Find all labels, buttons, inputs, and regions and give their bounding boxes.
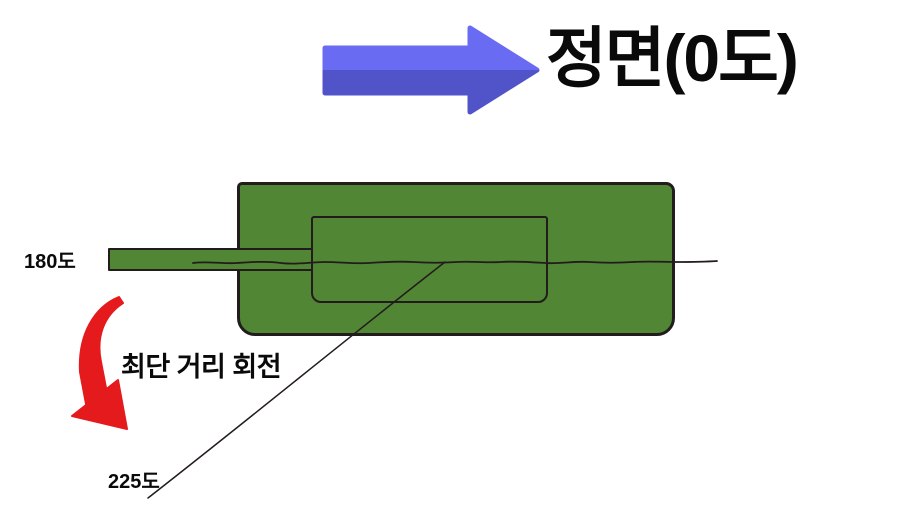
angle-225-label: 225도: [108, 471, 160, 493]
heading-180deg-line: [192, 260, 718, 265]
curved-arrow-icon: [71, 296, 128, 430]
angle-180-label: 180도: [24, 251, 76, 273]
right-arrow-icon: [322, 25, 540, 115]
vehicle-turret: [311, 216, 548, 303]
front-0deg-label: 정면(0도): [546, 21, 799, 95]
heading-225deg-line: [147, 261, 446, 499]
shortest-rotation-label: 최단 거리 회전: [121, 352, 282, 382]
